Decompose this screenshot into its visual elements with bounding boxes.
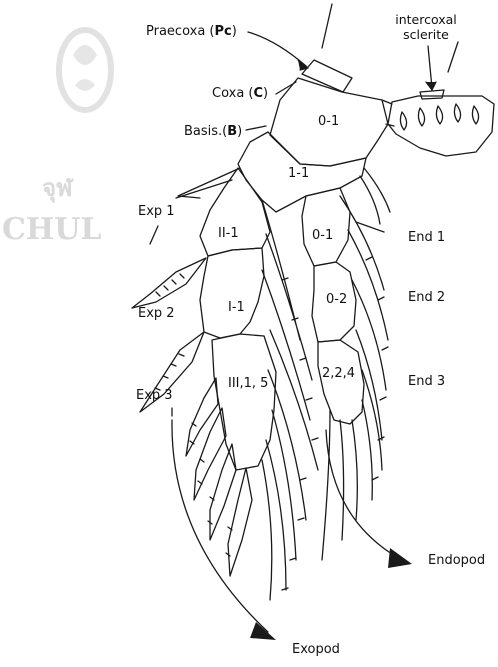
end2-formula: 0-2: [326, 292, 347, 307]
exp3-label: Exp 3: [136, 388, 173, 403]
end1-label: End 1: [408, 230, 445, 245]
exp3-spine-1: [186, 378, 218, 456]
coxa-top-leader: [322, 4, 332, 48]
basis-leader: [246, 126, 266, 130]
intercoxal-arrow: [426, 82, 436, 90]
end2-label: End 2: [408, 290, 445, 305]
praecoxa-leader-arrow: [298, 60, 308, 70]
exopod-label: Exopod: [292, 642, 340, 657]
end3-segment: [318, 340, 364, 424]
endopod-arrow-icon: [388, 548, 412, 568]
basis-label: Basis.(B): [184, 124, 242, 139]
exopod-setae: [262, 200, 318, 600]
exp1-formula: II-1: [218, 226, 239, 241]
coxa-formula: 0-1: [318, 114, 339, 129]
end3-label: End 3: [408, 374, 445, 389]
coxa-label: Coxa (C): [212, 86, 268, 101]
exp1-label: Exp 1: [138, 204, 175, 219]
intercoxal-leader: [428, 46, 432, 88]
exp1-spine: [132, 258, 206, 308]
intercoxal-label-line1: intercoxal: [384, 12, 468, 27]
exopod-arrow-icon: [250, 622, 276, 640]
intercoxal-label-line2: sclerite: [384, 27, 468, 42]
end1-formula: 0-1: [312, 228, 333, 243]
intercoxal-label: intercoxal sclerite: [384, 12, 468, 42]
endopod-arrow-line: [326, 430, 402, 560]
end3-formula: 2,2,4: [322, 366, 355, 381]
exp3-segment: [212, 334, 276, 470]
exp3-spine-2: [194, 408, 226, 500]
exp3-formula: III,1, 5: [228, 376, 268, 391]
exp1-leader: [150, 226, 158, 244]
praecoxa-label: Praecoxa (Pc): [146, 24, 237, 39]
praecoxa-leader: [248, 32, 306, 66]
intercoxal-sclerite-shape: [388, 96, 494, 156]
exp2-label: Exp 2: [138, 306, 175, 321]
basis-formula: 1-1: [288, 166, 309, 181]
exp2-segment: [200, 248, 264, 338]
exp2-formula: I-1: [228, 300, 245, 315]
endopod-label: Endopod: [428, 553, 485, 568]
